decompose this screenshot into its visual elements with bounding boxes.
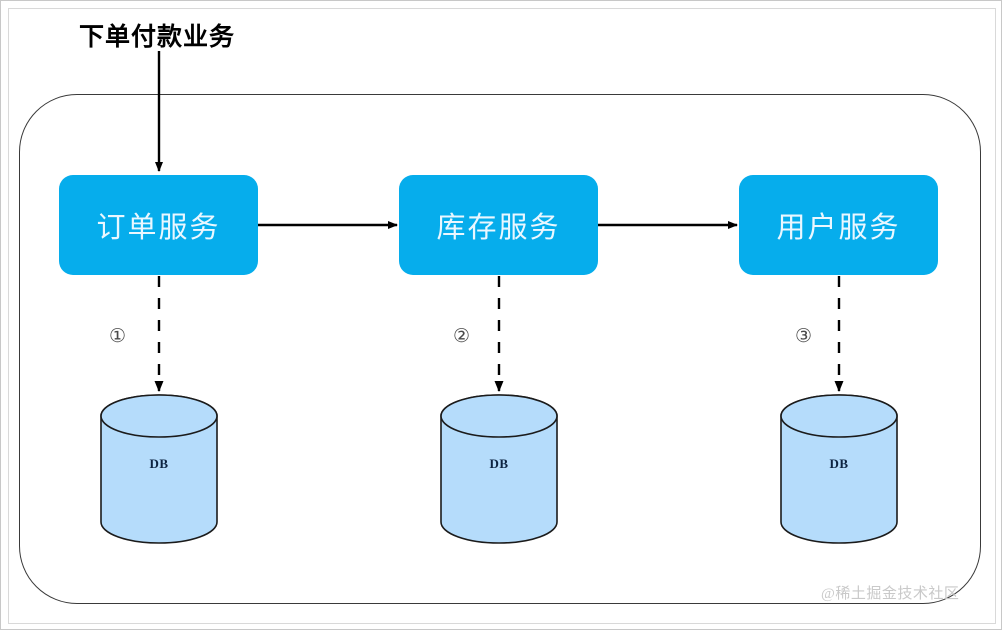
step-number-3: ③ bbox=[795, 326, 813, 347]
watermark: @稀土掘金技术社区 bbox=[821, 586, 960, 602]
database-cylinder-inventory[interactable]: DB bbox=[440, 394, 558, 544]
cylinder-shape bbox=[440, 394, 558, 544]
database-label: DB bbox=[149, 456, 169, 471]
service-label: 库存服务 bbox=[436, 212, 561, 244]
service-label: 用户服务 bbox=[776, 212, 901, 244]
service-label: 订单服务 bbox=[96, 212, 221, 244]
database-cylinder-user[interactable]: DB bbox=[780, 394, 898, 544]
database-label: DB bbox=[489, 456, 509, 471]
step-number-2: ② bbox=[453, 326, 471, 347]
service-box-inventory[interactable]: 库存服务 bbox=[399, 175, 598, 275]
service-box-order[interactable]: 订单服务 bbox=[59, 175, 258, 275]
cylinder-shape bbox=[100, 394, 218, 544]
step-number-1: ① bbox=[109, 326, 127, 347]
system-boundary bbox=[19, 94, 981, 604]
service-box-user[interactable]: 用户服务 bbox=[739, 175, 938, 275]
database-label: DB bbox=[829, 456, 849, 471]
page-title: 下单付款业务 bbox=[79, 24, 236, 51]
database-cylinder-order[interactable]: DB bbox=[100, 394, 218, 544]
cylinder-shape bbox=[780, 394, 898, 544]
